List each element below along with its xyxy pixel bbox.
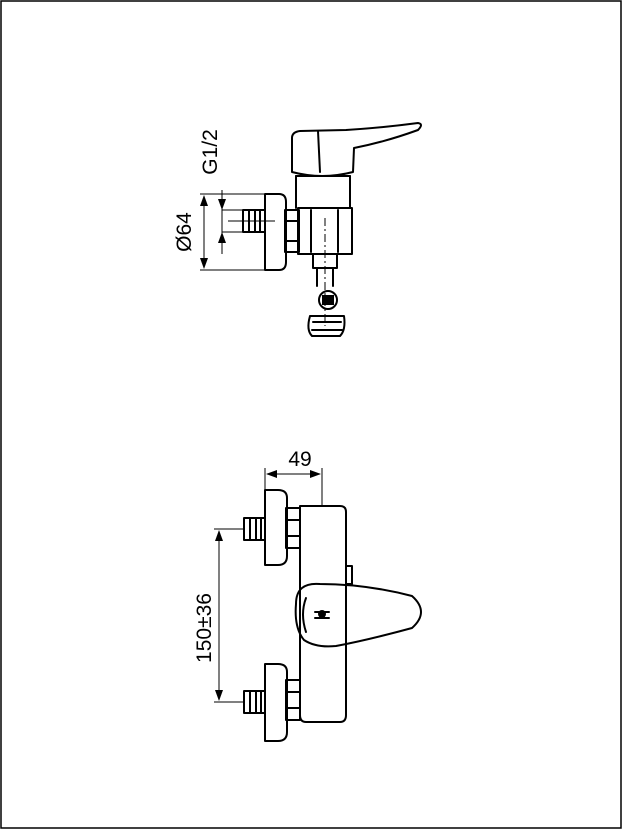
front-side-knob	[345, 565, 353, 585]
front-body	[299, 505, 347, 723]
side-wall-flange	[264, 193, 287, 271]
front-lever-handle	[294, 582, 422, 648]
front-center-distance-label: 150±36	[193, 593, 216, 663]
side-lever-handle	[291, 122, 422, 177]
side-outlet-bottom	[307, 315, 346, 337]
side-thread-label: G1/2	[199, 129, 222, 175]
front-lower-flange	[264, 663, 288, 742]
side-outlet-nut	[312, 253, 338, 269]
side-view: Ø64 G1/2	[173, 122, 422, 337]
front-view: 49 150±36	[193, 448, 422, 742]
side-diameter-label: Ø64	[173, 212, 196, 252]
front-upper-flange	[264, 489, 288, 566]
front-depth-label: 49	[288, 448, 311, 471]
side-cartridge-neck	[295, 175, 351, 209]
side-outlet-connector	[318, 290, 338, 310]
